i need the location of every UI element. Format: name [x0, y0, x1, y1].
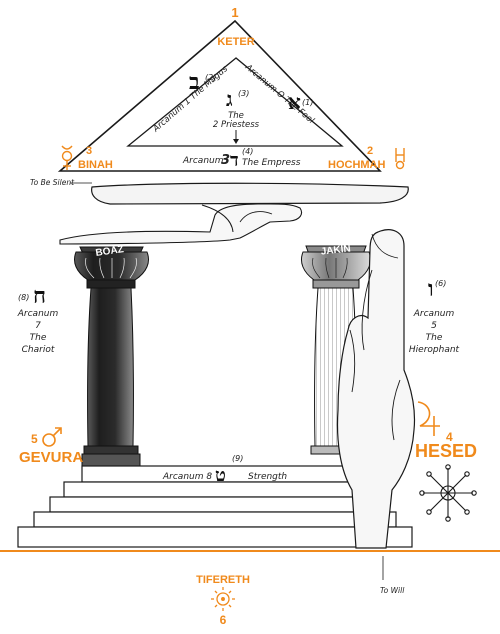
keter-label: KETER	[217, 36, 254, 48]
jupiter-symbol-icon	[417, 401, 440, 436]
strength-prefix: Arcanum 8	[162, 472, 212, 482]
hesed-label: HESED	[415, 441, 477, 461]
gevura-label: GEVURA	[19, 449, 83, 466]
hebrew-daleth: ד	[230, 150, 239, 171]
priestess-label-the: The	[228, 111, 244, 121]
boaz-label: BOAZ	[95, 244, 125, 259]
empress-prefix: Arcanum	[182, 156, 224, 166]
number-keter: 1	[231, 5, 238, 20]
number-gevura: 5	[31, 432, 38, 446]
supernal-triangle	[57, 19, 382, 172]
hebrew-teth: ט	[215, 465, 226, 486]
hierophant-line4: Hierophant	[409, 345, 460, 355]
chariot-number: (8)	[18, 293, 29, 302]
empress-big-number: 3	[221, 153, 230, 168]
mars-symbol-icon	[42, 427, 62, 447]
chariot-line4: Chariot	[22, 345, 55, 355]
binah-label: BINAH	[78, 159, 113, 171]
hierophant-number: (6)	[435, 279, 446, 288]
vertical-hand	[336, 229, 416, 549]
strength-number: (9)	[232, 454, 243, 463]
chariot-line3: The	[30, 333, 47, 343]
number-hesed: 4	[446, 430, 453, 444]
strength-name: Strength	[248, 472, 287, 482]
jakin-label: JAKIN	[320, 243, 351, 257]
chariot-line1: Arcanum	[17, 309, 59, 319]
hebrew-beth: ב	[189, 69, 200, 95]
pillar-boaz: BOAZ	[74, 244, 149, 467]
hebrew-vav: ו	[428, 276, 434, 302]
hochmah-label: HOCHMAH	[328, 159, 385, 171]
empress-name: The Empress	[242, 158, 301, 168]
hierophant-line2: 5	[431, 321, 437, 331]
inner-triangle	[126, 57, 344, 147]
priestess-number: (3)	[238, 89, 249, 98]
horizontal-hand	[59, 182, 409, 245]
number-hochmah: 2	[367, 145, 373, 157]
sun-symbol-icon	[211, 587, 235, 611]
to-be-silent-note: To Be Silent	[30, 178, 75, 187]
temple-steps	[17, 465, 413, 548]
uranus-symbol-icon	[395, 148, 405, 170]
snowflake-talisman-icon	[419, 464, 477, 522]
fool-number: (1)	[302, 98, 313, 107]
hebrew-heth: ח	[33, 283, 46, 309]
hierophant-line1: Arcanum	[413, 309, 455, 319]
number-binah: 3	[86, 145, 92, 157]
empress-number: (4)	[242, 147, 253, 156]
tifereth-label: TIFERETH	[196, 574, 250, 586]
hierophant-line3: The	[426, 333, 443, 343]
number-tifereth: 6	[220, 613, 227, 627]
hebrew-gimel: ג	[226, 87, 233, 111]
magus-number: (2)	[205, 73, 216, 82]
priestess-arrow-head	[233, 139, 239, 144]
to-will-note: To Will	[380, 586, 405, 595]
hebrew-aleph: א	[288, 90, 301, 114]
priestess-label: 2 Priestess	[213, 120, 260, 130]
mercury-symbol-icon	[61, 145, 73, 170]
chariot-line2: 7	[35, 321, 41, 331]
